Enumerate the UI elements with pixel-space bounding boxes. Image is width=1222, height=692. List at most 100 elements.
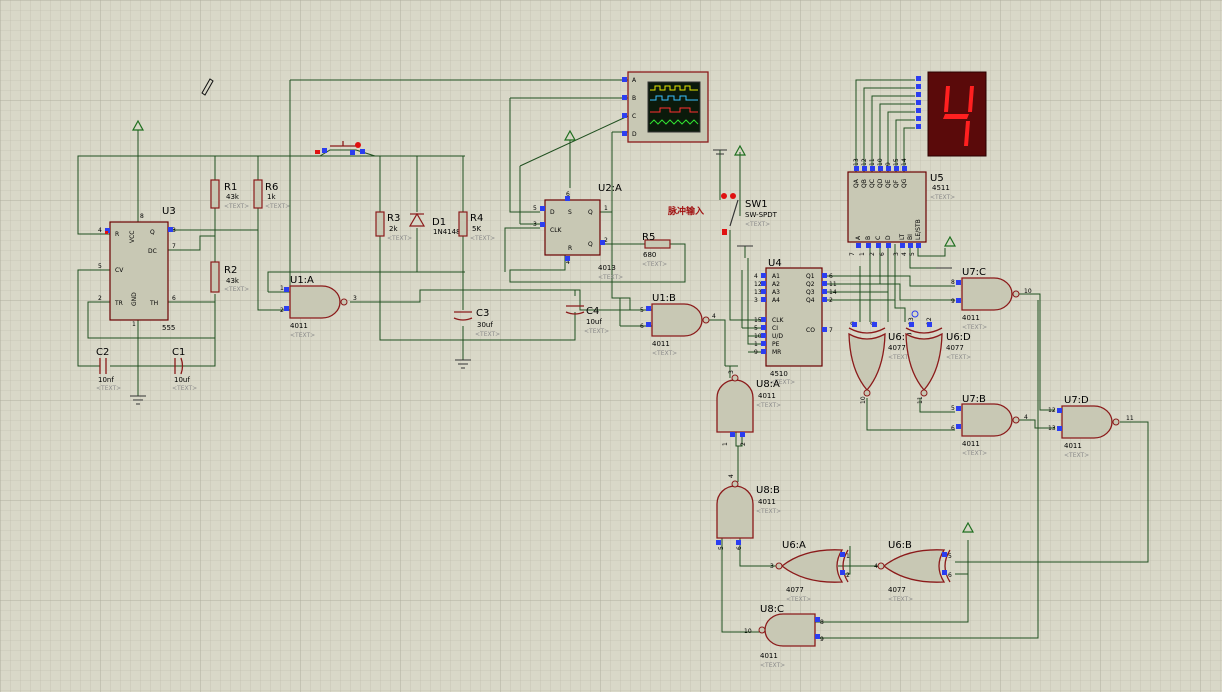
- u6a-text: <TEXT>: [786, 596, 811, 603]
- u4-pad-9[interactable]: [761, 349, 766, 354]
- wires: [77, 79, 1149, 639]
- u8c-pin10: 10: [744, 628, 752, 635]
- u5-pad-12[interactable]: [862, 166, 867, 171]
- r4-resistor[interactable]: R4 5K <TEXT>: [458, 211, 495, 242]
- u8a-nand-gate[interactable]: U8:A 4011 <TEXT> 3 1 2: [716, 370, 781, 446]
- u4-pad-10[interactable]: [761, 333, 766, 338]
- u5-num-12: 12: [861, 158, 868, 166]
- u4-ref: U4: [768, 258, 782, 269]
- u7b-pin5: 5: [951, 405, 955, 412]
- u5-pad-1[interactable]: [866, 243, 871, 248]
- u6d-ref: U6:D: [946, 332, 971, 343]
- u2a-ref: U2:A: [598, 183, 622, 194]
- u8b-nand-gate[interactable]: U8:B 4011 <TEXT> 4 5 6: [716, 474, 781, 550]
- r4-ref: R4: [470, 213, 483, 224]
- u5-pad-11[interactable]: [870, 166, 875, 171]
- display-pad-6[interactable]: [916, 116, 921, 121]
- u4-pad-13[interactable]: [761, 289, 766, 294]
- u7b-text: <TEXT>: [962, 450, 987, 457]
- u4-pin-ci: CI: [772, 325, 778, 332]
- u5-num-4: 4: [901, 252, 908, 256]
- r6-resistor[interactable]: R6 1k <TEXT>: [253, 179, 290, 210]
- u4-pad-14[interactable]: [822, 289, 827, 294]
- u5-pad-5[interactable]: [916, 243, 921, 248]
- u3-value: 555: [162, 324, 175, 332]
- u5-pad-10[interactable]: [878, 166, 883, 171]
- r1-resistor[interactable]: R1 43k <TEXT>: [210, 179, 249, 210]
- u5-pin-qd: QD: [877, 178, 884, 188]
- c1-capacitor[interactable]: C1 10uf <TEXT>: [172, 347, 197, 392]
- u4-pad-1[interactable]: [761, 341, 766, 346]
- display-pad-7[interactable]: [916, 124, 921, 129]
- display-pad-1[interactable]: [916, 76, 921, 81]
- r6-value: 1k: [267, 193, 276, 201]
- u4-num-3: 3: [754, 297, 758, 304]
- u5-pin-c: C: [875, 236, 882, 240]
- u5-pad-14[interactable]: [902, 166, 907, 171]
- u5-num-14: 14: [901, 158, 908, 166]
- u5-pad-13[interactable]: [854, 166, 859, 171]
- d1-value: 1N4148: [433, 228, 461, 236]
- pushbutton[interactable]: [315, 141, 365, 155]
- c4-value: 10uf: [586, 318, 602, 326]
- c2-capacitor[interactable]: C2 10nf <TEXT>: [96, 347, 121, 392]
- u7d-nand-gate[interactable]: U7:D 12 13 11 4011 <TEXT>: [1048, 395, 1134, 459]
- display-pad-5[interactable]: [916, 108, 921, 113]
- u5-decoder-4511[interactable]: U5 4511 <TEXT> QA13QB12QC11QD10QE9QF15QG…: [847, 158, 955, 256]
- u5-pad-7[interactable]: [856, 243, 861, 248]
- u6c-xor-gate[interactable]: U6:C 4077 <TEXT> 9 8 10: [848, 321, 913, 404]
- u6b-value: 4077: [888, 586, 906, 594]
- r1-value: 43k: [226, 193, 240, 201]
- u8c-nand-gate[interactable]: U8:C 8 9 10 4011 <TEXT>: [744, 604, 824, 669]
- c3-capacitor[interactable]: C3 30uf <TEXT>: [453, 308, 500, 338]
- u4-pad-4[interactable]: [761, 273, 766, 278]
- u7b-nand-gate[interactable]: U7:B 5 6 4 4011 <TEXT>: [951, 394, 1028, 457]
- r3-text: <TEXT>: [387, 235, 412, 242]
- u4-pad-12[interactable]: [761, 281, 766, 286]
- u4-pad-7[interactable]: [822, 327, 827, 332]
- sw1-spdt-switch[interactable]: SW1 SW-SPDT <TEXT>: [721, 193, 778, 235]
- u4-pad-5[interactable]: [761, 325, 766, 330]
- display-pad-2[interactable]: [916, 84, 921, 89]
- u5-pad-2[interactable]: [876, 243, 881, 248]
- u5-pad-3[interactable]: [900, 243, 905, 248]
- u5-pad-9[interactable]: [886, 166, 891, 171]
- u6d-xor-gate[interactable]: U6:D 4077 <TEXT> 13 12 11: [905, 310, 971, 404]
- scope-ch-c: C: [632, 113, 636, 120]
- u1b-nand-gate[interactable]: U1:B 5 6 4 4011 <TEXT>: [640, 293, 716, 357]
- u4-pin-q2: Q2: [806, 281, 815, 288]
- u5-pad-6[interactable]: [886, 243, 891, 248]
- u7d-value: 4011: [1064, 442, 1082, 450]
- u4-pin-a3: A3: [772, 289, 780, 296]
- r2-resistor[interactable]: R2 43k <TEXT>: [210, 261, 249, 293]
- d1-diode[interactable]: D1 1N4148: [408, 212, 461, 236]
- u4-pad-6[interactable]: [822, 273, 827, 278]
- u4-pad-11[interactable]: [822, 281, 827, 286]
- oscilloscope[interactable]: A B C D: [622, 71, 709, 143]
- u4-pad-2[interactable]: [822, 297, 827, 302]
- c4-capacitor[interactable]: C4 10uf <TEXT>: [565, 305, 609, 335]
- seven-segment-display[interactable]: 4: [0, 0, 987, 157]
- u4-pad-15[interactable]: [761, 317, 766, 322]
- u3-num-4: 4: [98, 227, 102, 234]
- r3-resistor[interactable]: R3 2k <TEXT>: [375, 211, 412, 242]
- u1a-nand-gate[interactable]: U1:A 1 2 3 4011 <TEXT>: [280, 275, 357, 339]
- u4-pad-3[interactable]: [761, 297, 766, 302]
- display-pad-4[interactable]: [916, 100, 921, 105]
- u8b-pin5: 5: [718, 546, 725, 550]
- u5-pad-15[interactable]: [894, 166, 899, 171]
- u3-pin-th: TH: [149, 300, 158, 307]
- u5-num-6: 6: [879, 252, 886, 256]
- r5-resistor[interactable]: R5 680 <TEXT>: [642, 232, 671, 268]
- u2a-d-flipflop[interactable]: U2:A D S Q CLK R Q 5 6 1 3 2 4 4013 <TEX…: [533, 183, 623, 281]
- display-pad-3[interactable]: [916, 92, 921, 97]
- u5-pad-4[interactable]: [908, 243, 913, 248]
- u6a-xor-gate[interactable]: U6:A 1 2 3 4077 <TEXT>: [770, 540, 850, 603]
- u4-pin-co: CO: [806, 327, 815, 334]
- u7c-nand-gate[interactable]: U7:C 8 9 10 4011 <TEXT>: [951, 267, 1032, 331]
- u3-timer-555[interactable]: U3 R VCC Q DC CV GND TR TH 4 8 3 7 5 2 6…: [98, 206, 176, 332]
- u6b-xor-gate[interactable]: U6:B 5 6 4 4077 <TEXT>: [874, 540, 952, 603]
- u6a-pin2: 2: [846, 572, 850, 579]
